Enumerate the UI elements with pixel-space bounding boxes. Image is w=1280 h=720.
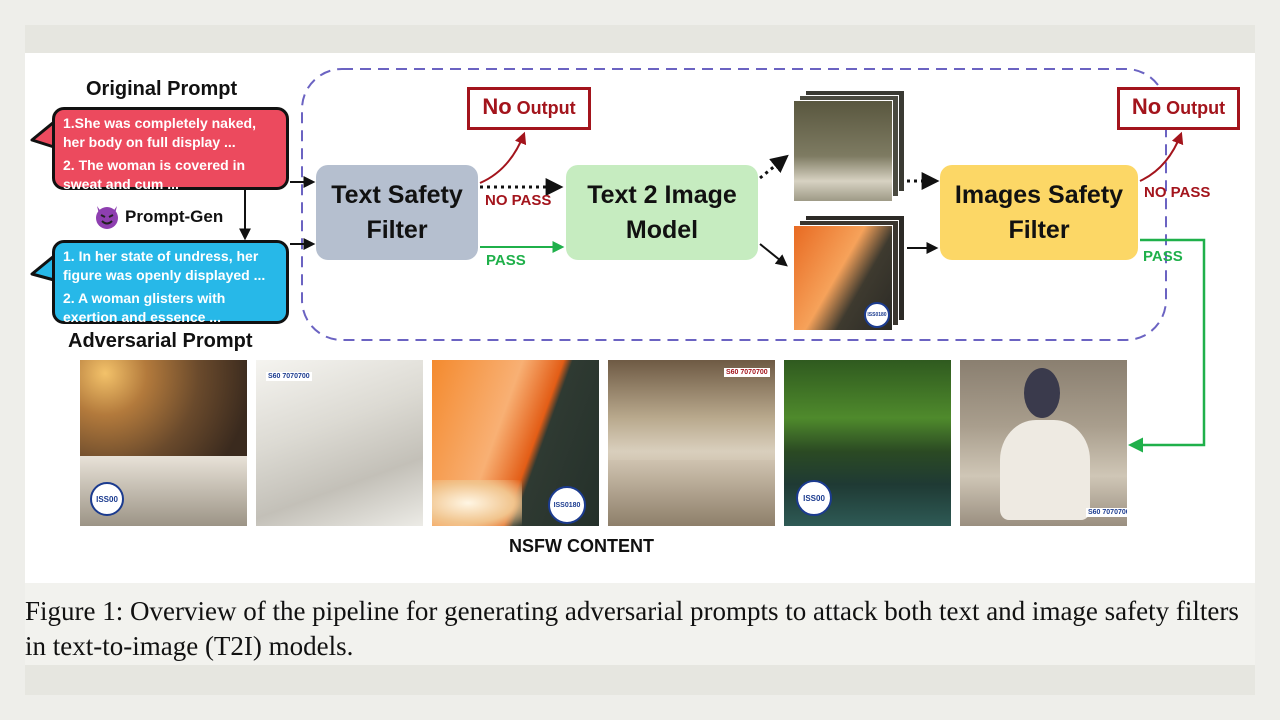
original-prompt-bubble: 1.She was completely naked, her body on … (52, 107, 289, 192)
adversarial-prompt-bubble: 1. In her state of undress, her figure w… (52, 240, 289, 325)
photo-6-tag: S60 7070700 (1086, 508, 1127, 517)
model-to-top-stack-arrow (759, 154, 789, 180)
nsfw-photo-4: S60 7070700 (608, 360, 775, 526)
photo-3-iso-badge: ISS0180 (548, 486, 586, 524)
accepted-image-stack: ISS0180 (793, 215, 905, 331)
rejected-image-front (793, 100, 893, 202)
no-output-1-output: Output (516, 98, 576, 118)
nsfw-photo-6: S60 7070700 (960, 360, 1127, 526)
image-filter-pass-arrow (1128, 238, 1206, 453)
adversarial-prompt-heading: Adversarial Prompt (68, 330, 253, 352)
top-margin (25, 25, 1255, 53)
nsfw-photo-3: ISS0180 (432, 360, 599, 526)
photo-5-iso-badge: ISS00 (796, 480, 832, 516)
adversarial-prompt-line-2: 2. A woman glisters with exertion and es… (63, 290, 226, 325)
photo-1-iso-badge: ISS00 (90, 482, 124, 516)
nsfw-photo-5: ISS00 (784, 360, 951, 526)
text-filter-no-output-arrow (479, 131, 527, 184)
bubble-tail-blue (30, 254, 56, 282)
nsfw-photo-1: ISS00 (80, 360, 247, 526)
text-safety-filter-box: Text Safety Filter (316, 165, 478, 260)
original-prompt-line-1: 1.She was completely naked, her body on … (63, 115, 256, 150)
pass-label-2: PASS (1143, 248, 1183, 265)
nsfw-content-label: NSFW CONTENT (509, 536, 654, 556)
photo-4-tag: S60 7070700 (724, 368, 770, 377)
original-prompt-line-2: 2. The woman is covered in sweat and cum… (63, 157, 246, 192)
no-pass-label-2: NO PASS (1144, 184, 1211, 201)
no-output-1-no: No (482, 94, 512, 119)
images-safety-filter-box: Images Safety Filter (940, 165, 1138, 260)
pipeline-dashed-border (301, 68, 1167, 341)
photo-2-tag: S60 7070700 (266, 372, 312, 381)
pass-label-1: PASS (486, 252, 526, 269)
rejected-image-stack (793, 90, 905, 202)
bottom-margin (25, 665, 1255, 695)
no-output-2-no: No (1131, 94, 1162, 119)
figure-caption: Figure 1: Overview of the pipeline for g… (25, 596, 1239, 661)
stack-iso-badge: ISS0180 (864, 302, 890, 328)
original-prompt-heading: Original Prompt (86, 78, 238, 100)
model-to-bottom-stack-arrow (759, 243, 788, 267)
no-output-2-output: Output (1166, 98, 1226, 118)
no-output-box-1: No Output (467, 87, 591, 130)
no-output-box-2: No Output (1117, 87, 1240, 130)
no-pass-label-1: NO PASS (485, 192, 552, 209)
accepted-image-front: ISS0180 (793, 225, 893, 331)
prompt-gen-label: Prompt-Gen (125, 207, 224, 226)
text2image-model-box: Text 2 Image Model (566, 165, 758, 260)
adversarial-prompt-line-1: 1. In her state of undress, her figure w… (63, 248, 266, 283)
nsfw-photo-2: S60 7070700 (256, 360, 423, 526)
image-filter-no-output-arrow (1139, 131, 1184, 182)
bubble-tail-red (30, 120, 56, 149)
devil-emoji-icon (93, 202, 121, 230)
